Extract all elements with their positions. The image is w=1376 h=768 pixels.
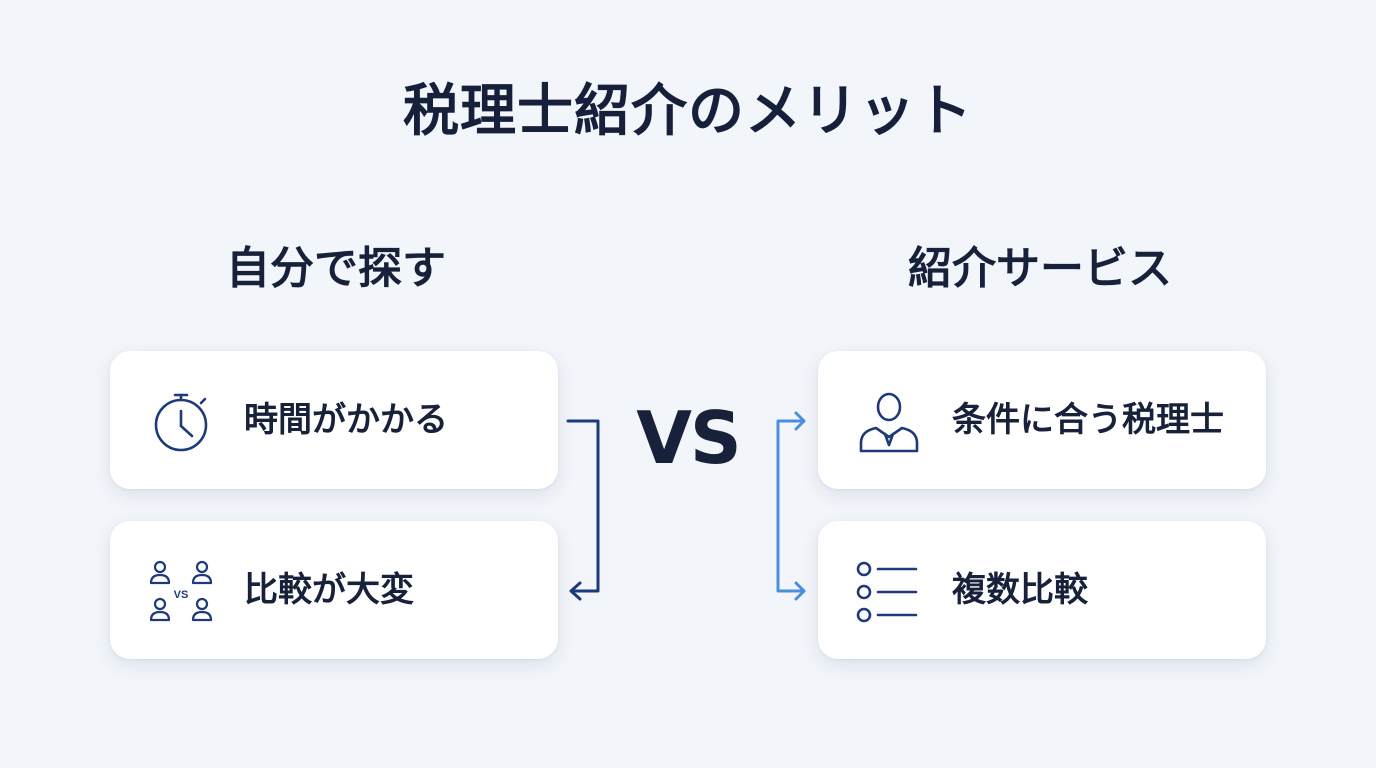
card-multiple-comparison: 複数比較: [818, 521, 1266, 659]
advisor-person-icon: [859, 392, 919, 453]
card-label: 比較が大変: [244, 570, 414, 610]
card-label: 複数比較: [952, 570, 1088, 610]
list-icon: [856, 561, 918, 623]
right-connector-arrow: [776, 411, 806, 601]
left-connector-arrow: [566, 419, 600, 601]
svg-text:VS: VS: [174, 589, 189, 601]
page-title: 税理士紹介のメリット: [403, 79, 973, 144]
card-hard-to-compare: VS 比較が大変: [110, 521, 558, 659]
people-vs-icon: VS: [149, 560, 213, 622]
card-time-consuming: 時間がかかる: [110, 351, 558, 489]
vs-label: VS: [636, 396, 742, 480]
card-label: 条件に合う税理士: [952, 400, 1224, 440]
stopwatch-icon: [154, 393, 208, 452]
left-column-heading: 自分で探す: [226, 243, 446, 294]
card-matching-advisor: 条件に合う税理士: [818, 351, 1266, 489]
right-column-heading: 紹介サービス: [908, 243, 1172, 294]
card-label: 時間がかかる: [244, 400, 448, 440]
